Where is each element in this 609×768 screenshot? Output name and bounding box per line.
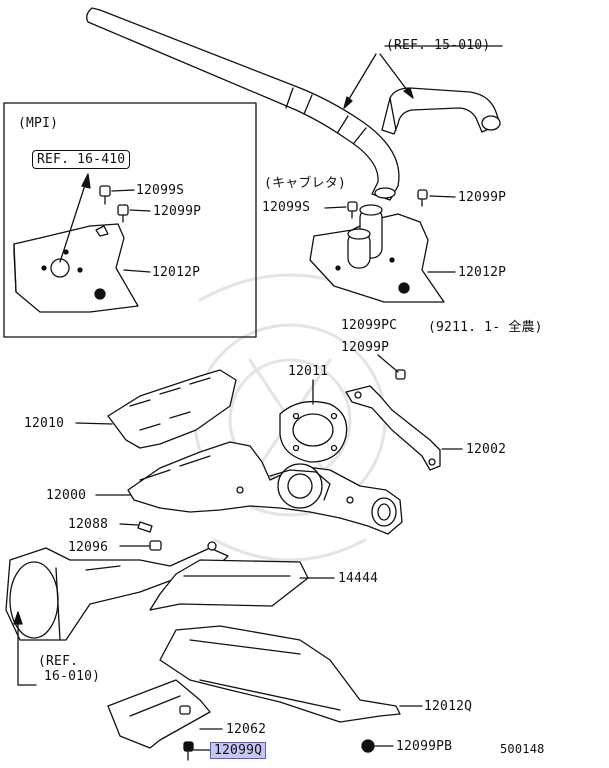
- gasket-12011: [279, 400, 348, 463]
- part-12011: 12011: [288, 364, 329, 379]
- front-pipe: [5, 541, 229, 641]
- part-12099s-carb: 12099S: [262, 200, 311, 215]
- part-12012p-carb: 12012P: [458, 265, 507, 280]
- part-12010: 12010: [24, 416, 65, 431]
- mpi-title: (MPI): [18, 116, 59, 131]
- upper-hose: [86, 7, 400, 201]
- nut-12096: [149, 540, 162, 551]
- part-12099p-mid: 12099P: [341, 340, 390, 355]
- ref-bottom-line2: 16-010): [44, 669, 101, 684]
- stud-12088: [137, 521, 153, 533]
- carb-title: (キャブレタ): [264, 176, 347, 191]
- bracket-12002: [345, 385, 441, 471]
- heat-protector-14444: [149, 559, 309, 611]
- plate-12062: [107, 679, 211, 749]
- part-12062: 12062: [226, 722, 267, 737]
- mpi-heat-cover: [13, 223, 139, 313]
- mpi-inset-frame: [3, 102, 257, 338]
- nut-12099pb: [361, 739, 375, 753]
- part-12088: 12088: [68, 517, 109, 532]
- lower-cover-12012q: [159, 625, 401, 723]
- carb-heat-cover: [309, 204, 445, 303]
- heat-protector-12010: [107, 369, 237, 449]
- part-12012p-mpi: 12012P: [152, 265, 201, 280]
- part-12099pb: 12099PB: [396, 739, 453, 754]
- part-14444: 14444: [338, 571, 379, 586]
- part-12096: 12096: [68, 540, 109, 555]
- part-12012q: 12012Q: [424, 699, 473, 714]
- part-12099p-carb: 12099P: [458, 190, 507, 205]
- ref-bottom-line1: (REF.: [38, 654, 79, 669]
- small-hose: [381, 87, 501, 135]
- part-12002: 12002: [466, 442, 507, 457]
- date-note: (9211. 1- 全農): [428, 320, 543, 335]
- diagram-code: 500148: [500, 742, 545, 756]
- part-12099q-highlighted[interactable]: 12099Q: [210, 742, 267, 759]
- exhaust-manifold-12000: [127, 441, 403, 535]
- mpi-bolts: [99, 185, 129, 223]
- bolt-12099q: [183, 741, 194, 761]
- part-12099pc: 12099PC: [341, 318, 398, 333]
- part-12099s-mpi: 12099S: [136, 183, 185, 198]
- carb-bolts: [347, 189, 428, 219]
- mpi-ref-label: REF. 16-410: [32, 150, 131, 169]
- ref-top-label: (REF. 15-010): [386, 38, 491, 53]
- part-12000: 12000: [46, 488, 87, 503]
- part-12099p-mpi: 12099P: [153, 204, 202, 219]
